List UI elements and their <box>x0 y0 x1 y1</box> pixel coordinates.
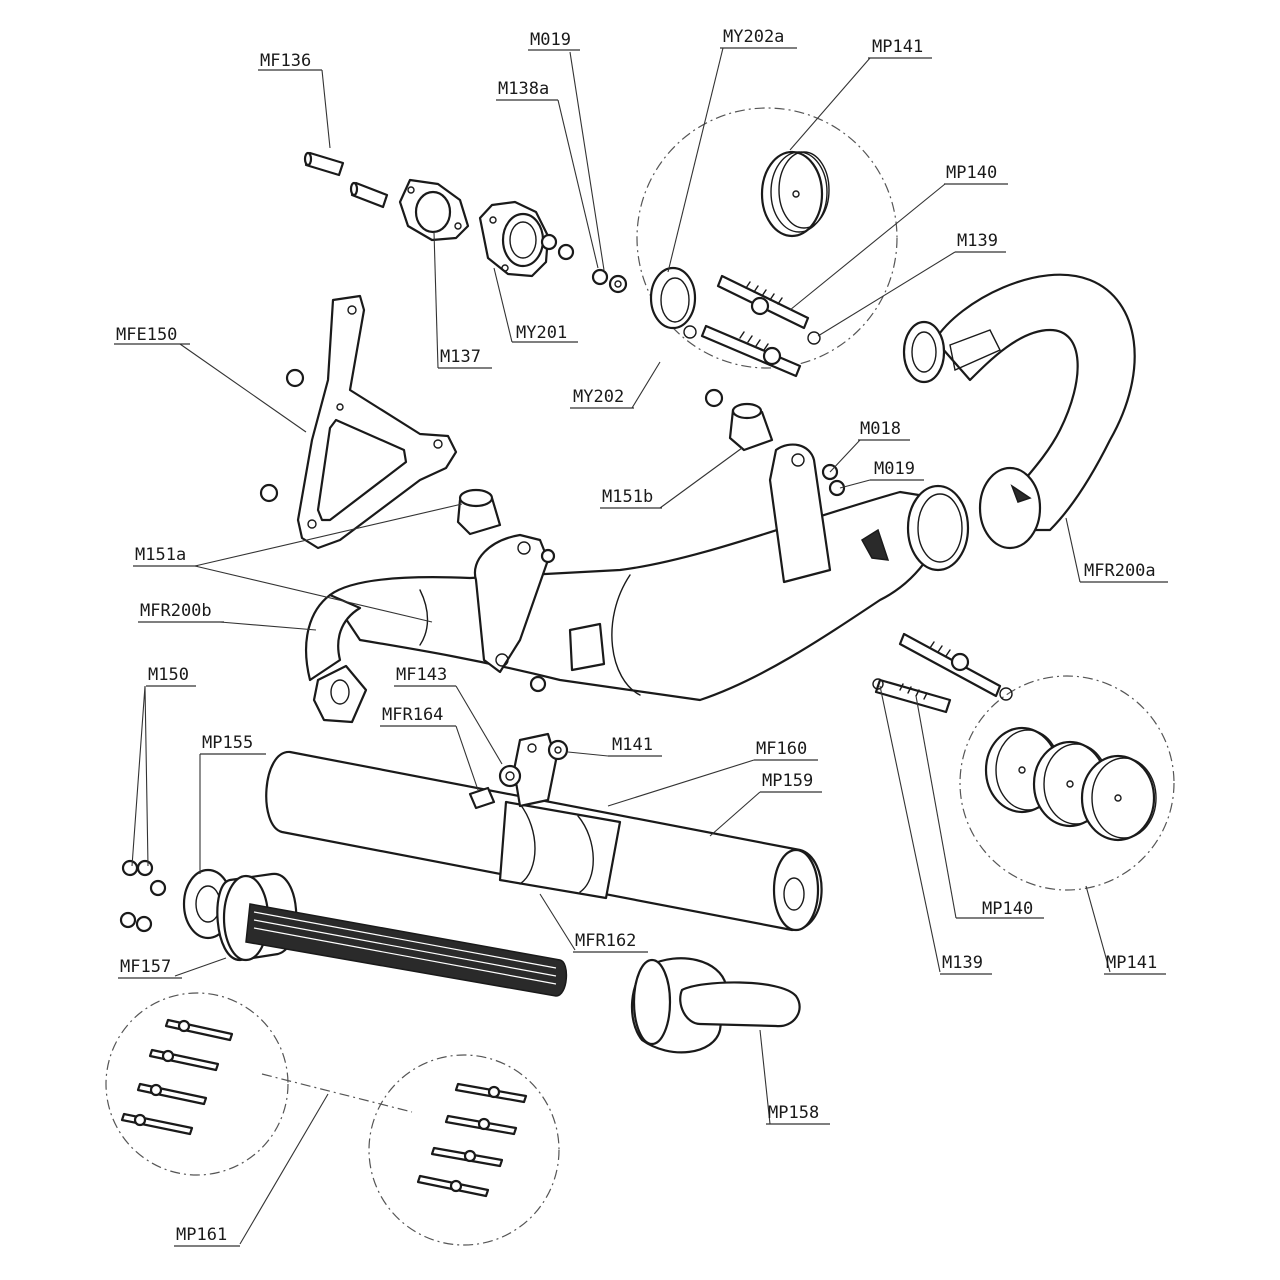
label-mp161: MP161 <box>176 1225 227 1245</box>
label-mp140-bot: MP140 <box>982 899 1033 919</box>
detail-circle-rivets-left <box>105 992 289 1176</box>
mp158-endpipe-part <box>630 957 801 1054</box>
mp161-rivets-left-part <box>120 1018 234 1136</box>
mp159-silencer-part <box>265 750 823 932</box>
label-m137: M137 <box>440 347 481 367</box>
label-m150: M150 <box>148 665 189 685</box>
label-mfe150: MFE150 <box>116 325 177 345</box>
label-my201: MY201 <box>516 323 567 343</box>
label-mf143: MF143 <box>396 665 447 685</box>
label-m018: M018 <box>860 419 901 439</box>
label-mf136: MF136 <box>260 51 311 71</box>
label-mp140-top: MP140 <box>946 163 997 183</box>
mfe150-bracket-part <box>259 294 458 550</box>
mfr200a-header-part <box>902 273 1136 550</box>
label-m151b: M151b <box>602 487 653 507</box>
label-m138a: M138a <box>498 79 549 99</box>
label-mp141-bot: MP141 <box>1106 953 1157 973</box>
label-m141: M141 <box>612 735 653 755</box>
mfr200b-chamber-part <box>305 443 970 724</box>
label-mp141-top: MP141 <box>872 37 923 57</box>
mp140-spring-lower-part <box>872 632 1013 714</box>
label-m139-top: M139 <box>957 231 998 251</box>
mp161-rivets-right-part <box>416 1082 528 1198</box>
m151b-mount-part <box>704 388 774 452</box>
detail-circle-right <box>959 675 1175 891</box>
my202a-ring-part <box>649 266 697 330</box>
rivet-circles-connector <box>261 1073 413 1113</box>
m138a-nut-part <box>540 233 628 294</box>
mp140-spring-upper-part <box>683 274 821 378</box>
label-mf160: MF160 <box>756 739 807 759</box>
label-mp158: MP158 <box>768 1103 819 1123</box>
label-mf157: MF157 <box>120 957 171 977</box>
mp141-clip-upper-part <box>760 150 830 238</box>
label-mp159: MP159 <box>762 771 813 791</box>
my201-flange-part <box>478 200 550 278</box>
label-mp155: MP155 <box>202 733 253 753</box>
callout-labels: MF136 M019 MY202a MP141 M138a MP140 M139… <box>114 27 1168 1247</box>
mf136-pin-part <box>303 151 389 209</box>
label-m019-top: M019 <box>530 30 571 50</box>
label-my202: MY202 <box>573 387 624 407</box>
label-mfr162: MFR162 <box>575 931 636 951</box>
label-mfr200b: MFR200b <box>140 601 212 621</box>
label-m151a: M151a <box>135 545 186 565</box>
label-my202a: MY202a <box>723 27 784 47</box>
mf143-bracket-part <box>468 732 569 810</box>
mp141-clips-lower-part <box>984 726 1157 842</box>
detail-circle-upper <box>636 107 898 369</box>
detail-circle-rivets-right <box>368 1054 560 1246</box>
label-mfr200a: MFR200a <box>1084 561 1156 581</box>
m137-gasket-part <box>398 178 470 242</box>
label-mfr164: MFR164 <box>382 705 443 725</box>
perforated-tube-part <box>245 903 568 997</box>
label-m139-bot: M139 <box>942 953 983 973</box>
leader-lines <box>131 47 1111 1245</box>
label-m019-mid: M019 <box>874 459 915 479</box>
